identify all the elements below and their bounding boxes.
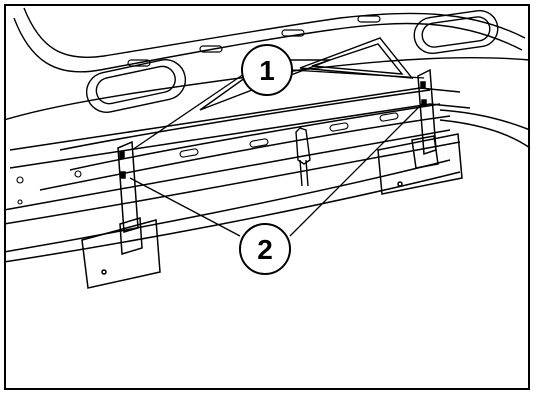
figure-border <box>4 4 530 390</box>
callout-2: 2 <box>239 223 291 275</box>
leader-1-to-left-bracket <box>131 73 245 151</box>
leader-lines <box>129 69 425 237</box>
rail-slots <box>16 112 399 205</box>
center-clip <box>295 127 311 187</box>
leader-2-to-right-bracket <box>289 101 425 237</box>
leader-1-to-right-bracket <box>291 69 425 79</box>
bracket-right <box>377 68 463 195</box>
callout-1-label: 1 <box>259 55 275 86</box>
leader-2-to-left-bracket <box>129 177 241 237</box>
roof-triangle-opening <box>299 37 414 79</box>
callout-2-label: 2 <box>257 234 273 265</box>
roof-oval-right <box>413 9 499 55</box>
rail-assembly <box>3 87 531 263</box>
bracket-left <box>81 140 161 289</box>
callout-1: 1 <box>241 44 293 96</box>
roof-slots <box>127 15 381 67</box>
